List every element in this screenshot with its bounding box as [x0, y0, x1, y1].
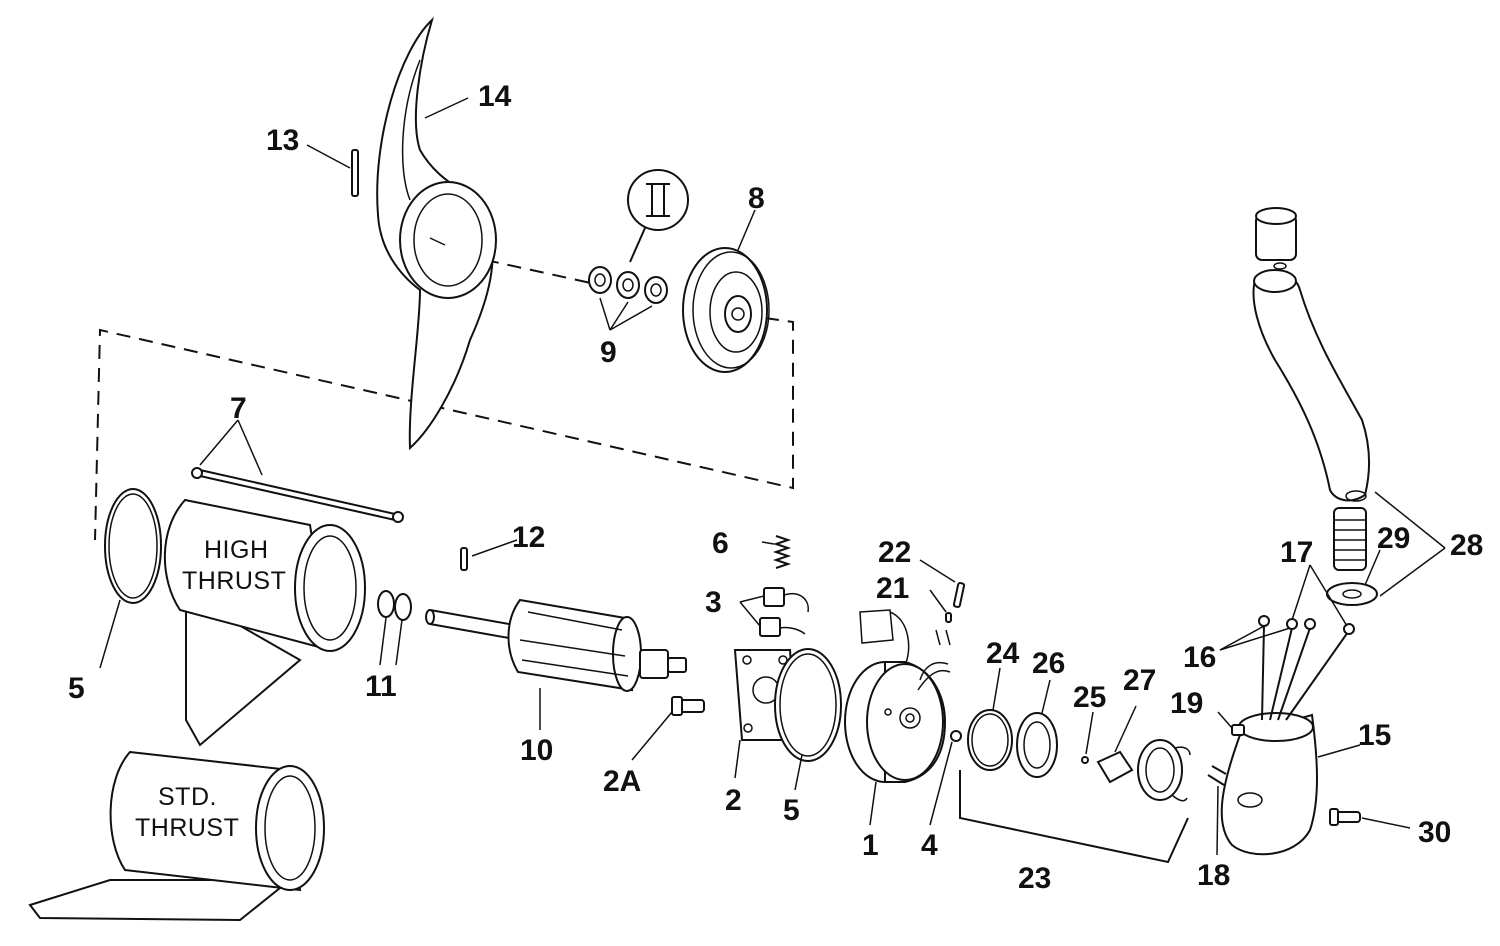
terminal-pins — [1207, 765, 1227, 786]
small-screw — [1081, 756, 1089, 764]
callout-18: 18 — [1197, 859, 1230, 892]
callout-15: 15 — [1358, 719, 1391, 752]
callout-16: 16 — [1183, 641, 1216, 674]
steering-spring — [1333, 507, 1367, 571]
group-bracket-23 — [959, 770, 1189, 864]
armature-washers — [377, 590, 412, 621]
cotter-pin — [351, 149, 359, 197]
callout-5-left: 5 — [68, 672, 85, 705]
callout-24: 24 — [986, 637, 1020, 670]
callout-1: 1 — [862, 829, 879, 862]
callout-26: 26 — [1032, 647, 1065, 680]
clamp-bushing — [1096, 739, 1191, 802]
callout-14: 14 — [478, 80, 512, 113]
o-ring-left — [104, 488, 162, 604]
callout-10: 10 — [520, 734, 553, 767]
callout-8: 8 — [748, 182, 765, 215]
callout-6: 6 — [712, 527, 729, 560]
callout-30: 30 — [1418, 816, 1451, 849]
callout-5-center: 5 — [783, 794, 800, 827]
std-thrust-housing: STD. THRUST — [28, 750, 325, 922]
mounting-screw — [1329, 808, 1361, 826]
callout-13: 13 — [266, 124, 299, 157]
std-thrust-label-1: STD. — [158, 783, 217, 811]
propeller-hub — [682, 247, 770, 373]
high-thrust-housing: HIGH THRUST — [163, 498, 366, 747]
lock-nut — [1016, 712, 1058, 778]
high-thrust-label-2: THRUST — [182, 567, 286, 595]
callout-29: 29 — [1377, 522, 1410, 555]
callout-2a: 2A — [603, 765, 641, 798]
callout-25: 25 — [1073, 681, 1106, 714]
wire-pins — [935, 582, 966, 646]
small-nut — [950, 730, 962, 742]
callout-17: 17 — [1280, 536, 1313, 569]
callout-4: 4 — [921, 829, 938, 862]
brushes — [759, 587, 809, 637]
callouts: 14 13 8 9 7 5 11 12 10 2A 2 5 6 3 1 4 22… — [68, 80, 1483, 895]
callout-11: 11 — [365, 670, 397, 703]
seal-ring — [967, 709, 1013, 771]
armature — [425, 598, 687, 692]
high-thrust-label-1: HIGH — [204, 536, 269, 564]
callout-28: 28 — [1450, 529, 1483, 562]
drive-pin — [460, 547, 468, 571]
lower-unit-head — [1220, 712, 1318, 856]
propeller — [376, 16, 497, 451]
callout-3: 3 — [705, 586, 722, 619]
washer-detail-inset — [627, 169, 689, 263]
callout-9: 9 — [600, 336, 617, 369]
through-bolts — [191, 467, 404, 523]
callout-2: 2 — [725, 784, 742, 817]
leader-lines — [99, 97, 1446, 856]
steering-tube — [1252, 207, 1371, 502]
brush-plate-screw — [671, 696, 705, 716]
callout-22: 22 — [878, 536, 911, 569]
callout-7: 7 — [230, 392, 247, 425]
steering-washer — [1326, 582, 1378, 606]
o-ring-center — [774, 648, 842, 762]
washers — [588, 266, 668, 304]
callout-21: 21 — [876, 572, 909, 605]
plug — [1231, 724, 1245, 736]
callout-19: 19 — [1170, 687, 1203, 720]
std-thrust-label-2: THRUST — [135, 814, 239, 842]
wire-leads — [1258, 615, 1355, 721]
callout-27: 27 — [1123, 664, 1156, 697]
motor-end-housing — [844, 609, 951, 783]
callout-12: 12 — [512, 521, 545, 554]
brush-spring — [772, 535, 792, 569]
callout-23: 23 — [1018, 862, 1051, 895]
